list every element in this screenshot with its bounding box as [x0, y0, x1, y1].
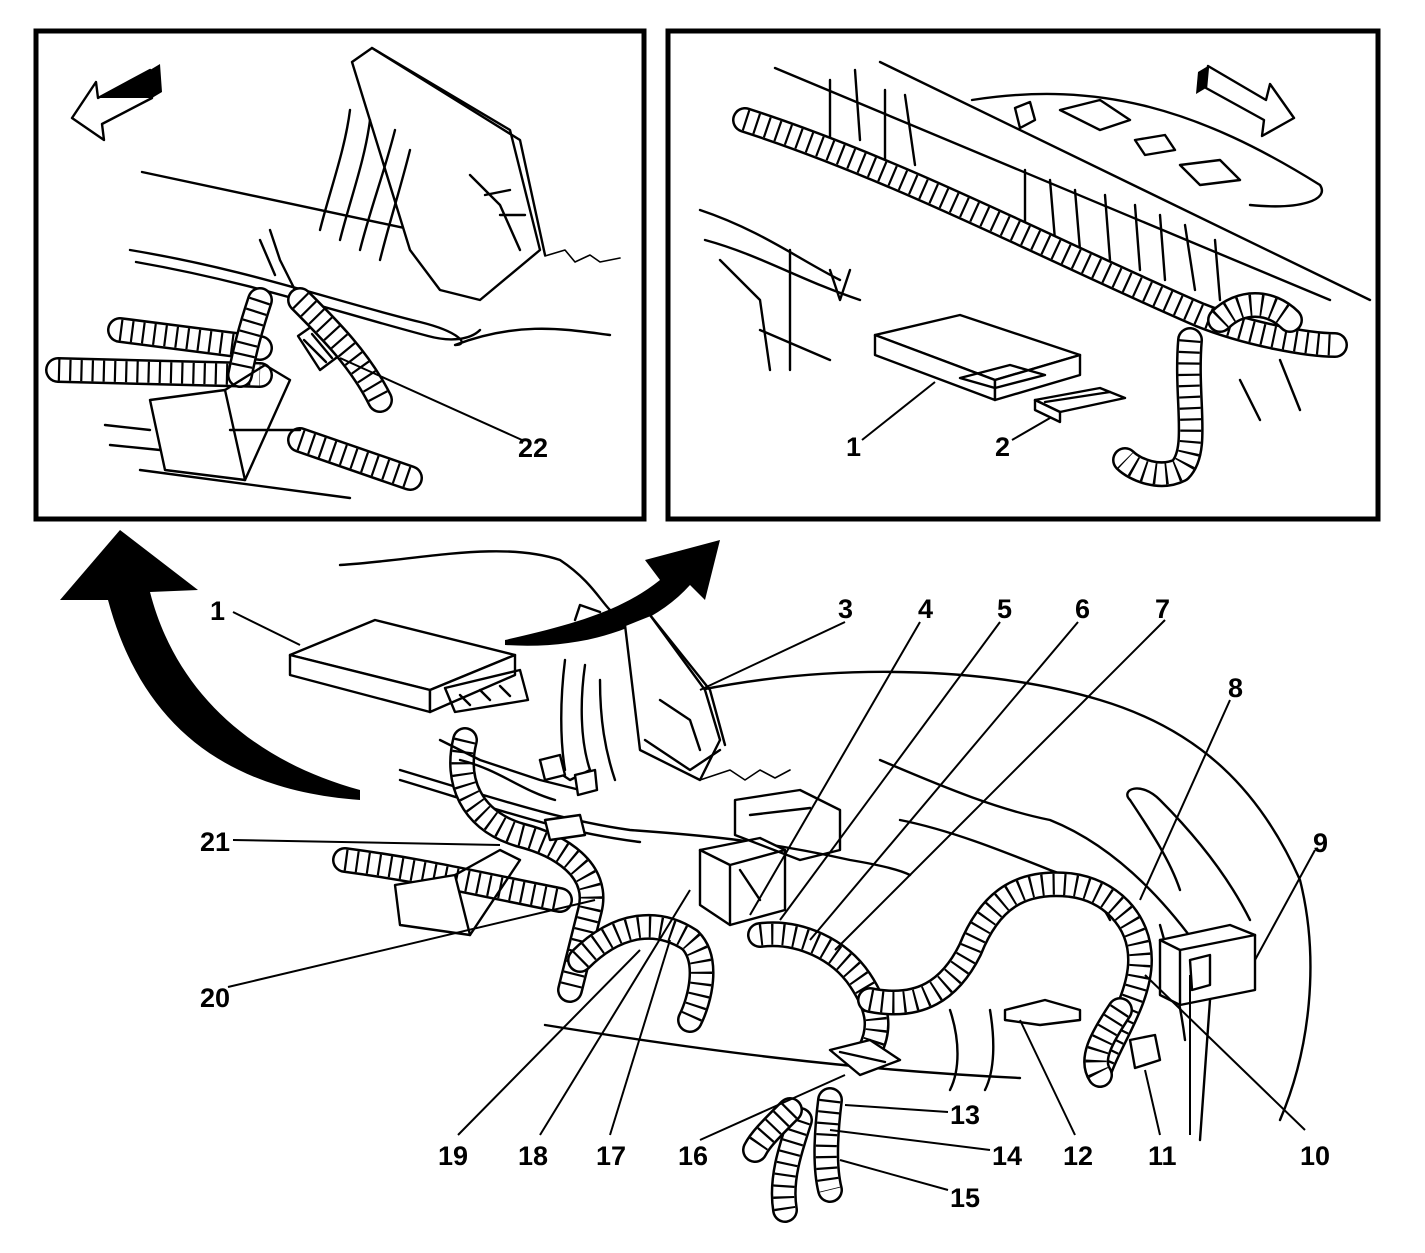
right-structure-edge [1238, 358, 1302, 422]
main-bracket-3 [623, 613, 722, 782]
right-left-wires [698, 208, 862, 372]
callout-8: 8 [1228, 673, 1243, 703]
left-panel-edge [544, 249, 621, 263]
callout-5: 5 [997, 594, 1012, 624]
ip-lower-curve [543, 1023, 1022, 1080]
zoom-arrow-left-icon [60, 530, 360, 800]
callout-16: 16 [678, 1141, 708, 1171]
main-connector-11 [1128, 1033, 1162, 1070]
left-body-line-lower-2 [134, 260, 482, 341]
callout-4: 4 [918, 594, 933, 624]
callout-17: 17 [596, 1141, 626, 1171]
right-panel-cutouts [1013, 98, 1242, 187]
main-bracket-wires [560, 658, 617, 782]
left-bracket-detail [468, 173, 527, 252]
callout-1-detail: 1 [846, 432, 861, 462]
main-module-1 [288, 618, 530, 714]
zoom-arrow-right-icon [505, 540, 720, 646]
callout-3: 3 [838, 594, 853, 624]
left-detail-view: 22 [33, 28, 647, 522]
leader-22 [339, 357, 523, 441]
main-leader-lines [227, 611, 1316, 1191]
callout-1: 1 [210, 596, 225, 626]
callout-18: 18 [518, 1141, 548, 1171]
ip-top-notch [573, 603, 602, 622]
left-clamp-edges [223, 363, 302, 482]
left-detail-frame [33, 28, 647, 522]
right-harness-main [732, 107, 1348, 488]
right-bracket-tabs [828, 68, 1222, 302]
left-bracket-edge [370, 46, 547, 257]
main-connector-16-detail [838, 1050, 887, 1064]
main-connector-12 [1003, 998, 1082, 1027]
lateral-direction-arrow-icon [1196, 64, 1296, 138]
callout-14: 14 [992, 1141, 1022, 1171]
ip-outer-curve [698, 670, 1312, 1122]
ip-crossbeam-line [398, 768, 912, 877]
right-detail-view: 1 2 [665, 28, 1381, 522]
right-connector-2 [1033, 386, 1127, 424]
main-component-9-detail [1158, 933, 1257, 1007]
right-dash-lines [773, 60, 1372, 302]
main-small-connectors [538, 753, 599, 842]
ip-inner-curves [878, 758, 1202, 952]
callout-7: 7 [1155, 594, 1170, 624]
leader-2-detail [1011, 417, 1051, 441]
callout-labels: 1 3 4 5 6 7 8 9 10 11 12 13 14 15 16 17 … [200, 594, 1330, 1213]
callout-21: 21 [200, 827, 230, 857]
leader-1-detail [861, 381, 936, 441]
callout-12: 12 [1063, 1141, 1093, 1171]
callout-19: 19 [438, 1141, 468, 1171]
callout-15: 15 [950, 1183, 980, 1213]
callout-10: 10 [1300, 1141, 1330, 1171]
callout-13: 13 [950, 1100, 980, 1130]
left-body-line-lower [128, 248, 612, 347]
main-component-9 [1158, 923, 1257, 1007]
main-view [288, 550, 1312, 1223]
callout-9: 9 [1313, 828, 1328, 858]
main-panel-edge [699, 769, 791, 781]
left-harness-main [45, 287, 423, 491]
right-module-1 [873, 313, 1082, 402]
front-direction-arrow-icon [70, 64, 162, 142]
callout-20: 20 [200, 983, 230, 1013]
ip-top-curve [338, 550, 612, 612]
main-harness [332, 727, 1153, 1223]
left-floor-lines [103, 423, 352, 500]
main-bracket-3-detail [643, 613, 727, 772]
main-center-connector [698, 788, 842, 927]
callout-2-detail: 2 [995, 432, 1010, 462]
callout-22: 22 [518, 433, 548, 463]
callout-11: 11 [1148, 1141, 1177, 1171]
ip-crossbeam-line-2 [398, 778, 642, 844]
ip-column-lines [948, 1008, 995, 1092]
main-clamp-edges [453, 848, 522, 937]
right-structure-lower [758, 248, 852, 372]
ip-right-curve [1126, 787, 1252, 922]
left-wire-bundle [318, 108, 412, 262]
callout-6: 6 [1075, 594, 1090, 624]
